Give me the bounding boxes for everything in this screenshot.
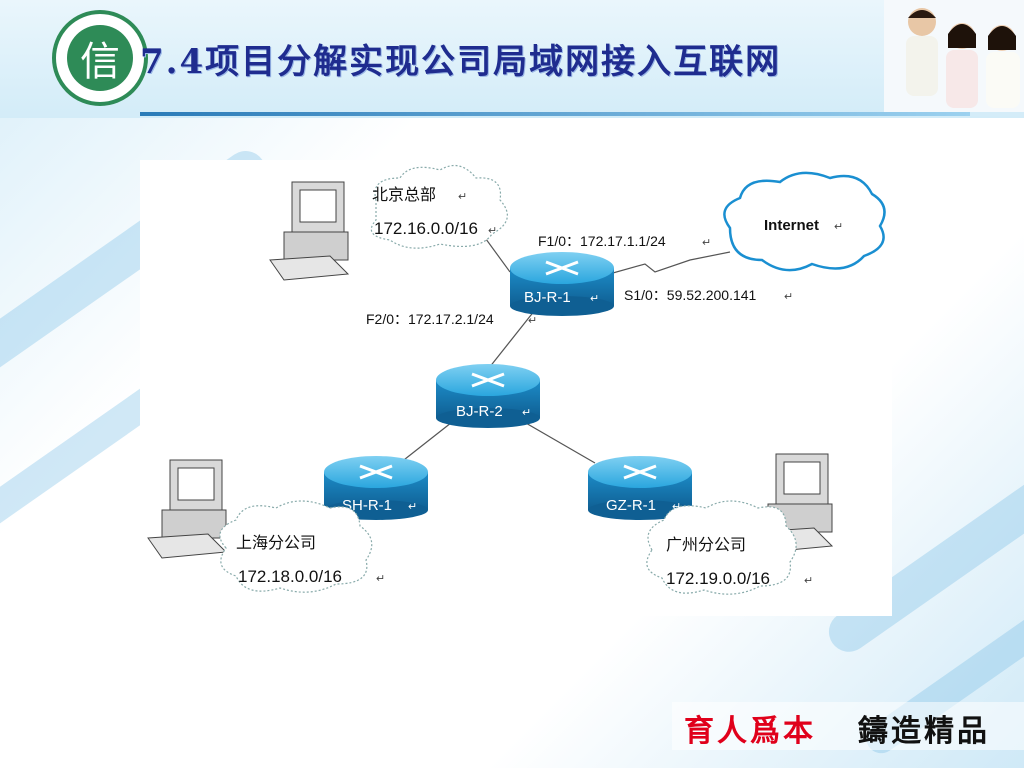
- return-mark: ↵: [804, 575, 813, 587]
- return-mark: ↵: [488, 225, 497, 237]
- internet-cloud: [723, 171, 886, 272]
- students-photo: [884, 0, 1024, 112]
- router-name-bj-r-1: BJ-R-1: [524, 289, 571, 306]
- slogan-right: 鑄造精品: [858, 714, 990, 749]
- network-diagram: 北京总部 ↵ 172.16.0.0/16 ↵ Internet ↵ F1/0：1…: [140, 160, 892, 616]
- router-name-bj-r-2: BJ-R-2: [456, 403, 503, 420]
- pc-icon-shanghai: [147, 459, 228, 559]
- link-serial-internet: [594, 251, 731, 279]
- router-sh-r-1: [324, 456, 428, 520]
- router-gz-r-1: [588, 456, 692, 520]
- return-mark: ↵: [784, 291, 793, 303]
- cloud-guangzhou: [646, 500, 797, 595]
- network-guangzhou: 172.19.0.0/16: [666, 569, 770, 588]
- router-arrows-icon: [545, 260, 579, 276]
- logo-glyph: 信: [67, 25, 133, 91]
- slide-title: 7.4项目分解实现公司局域网接入互联网: [140, 42, 782, 82]
- return-mark: ↵: [528, 315, 537, 327]
- interface-s1: S1/0：59.52.200.141: [624, 287, 757, 303]
- topology-svg: 北京总部 ↵ 172.16.0.0/16 ↵ Internet ↵ F1/0：1…: [147, 164, 886, 595]
- site-name-shanghai: 上海分公司: [236, 534, 316, 552]
- router-arrows-icon: [359, 464, 393, 480]
- router-arrows-icon: [623, 464, 657, 480]
- return-mark: ↵: [834, 221, 843, 233]
- cloud-beijing: [370, 164, 508, 249]
- return-mark: ↵: [408, 501, 417, 513]
- internet-label: Internet: [764, 217, 819, 234]
- site-name-guangzhou: 广州分公司: [666, 536, 746, 554]
- pc-icon-beijing: [269, 181, 350, 281]
- slide-header: [0, 0, 1024, 118]
- return-mark: ↵: [522, 407, 531, 419]
- site-name-beijing: 北京总部: [372, 186, 436, 204]
- network-shanghai: 172.18.0.0/16: [238, 567, 342, 586]
- cloud-shanghai: [219, 500, 373, 593]
- interface-f1: F1/0：172.17.1.1/24: [538, 233, 666, 249]
- pc-icon-guangzhou: [753, 453, 834, 553]
- network-beijing: 172.16.0.0/16: [374, 219, 478, 238]
- router-arrows-icon: [471, 372, 505, 388]
- footer-band: [672, 702, 1024, 750]
- slogan-left: 育人爲本: [684, 714, 816, 749]
- return-mark: ↵: [458, 191, 467, 203]
- router-name-gz-r-1: GZ-R-1: [606, 497, 656, 514]
- router-name-sh-r-1: SH-R-1: [342, 497, 392, 514]
- interface-f2: F2/0：172.17.2.1/24: [366, 311, 494, 327]
- school-logo: 信: [52, 10, 148, 106]
- router-bj-r-2: [436, 364, 540, 428]
- return-mark: ↵: [590, 293, 599, 305]
- return-mark: ↵: [702, 237, 711, 249]
- router-bj-r-1: [510, 252, 614, 316]
- link-r1-r2: [484, 309, 536, 374]
- return-mark: ↵: [376, 573, 385, 585]
- header-rule: [140, 112, 970, 116]
